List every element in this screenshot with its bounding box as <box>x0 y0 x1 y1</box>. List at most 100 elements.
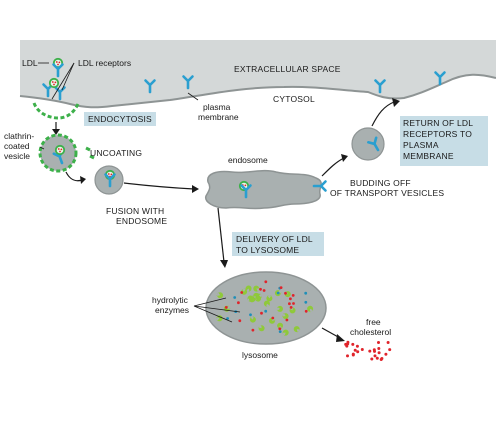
lysosome-particle <box>276 291 280 295</box>
plasma-membrane <box>20 40 496 108</box>
return-receptors-label: PLASMA <box>403 140 439 150</box>
hydrolytic-enzyme-icon <box>249 316 256 323</box>
cholesterol-dot <box>377 347 381 350</box>
cholesterol-dot <box>370 357 374 361</box>
lysosome-particle <box>285 318 289 322</box>
hydrolytic-enzyme-icon <box>289 306 296 314</box>
coat-fragment <box>85 146 91 152</box>
endocytosis-label: ENDOCYTOSIS <box>88 114 152 124</box>
lysosome-particle <box>262 289 266 292</box>
transport-vesicle <box>351 127 385 161</box>
clathrin-label: coated <box>4 141 30 151</box>
lysosome-contents <box>216 280 314 337</box>
lysosome-particle <box>271 316 275 320</box>
ldl-receptors-leader <box>51 62 75 100</box>
lysosome-particle <box>264 309 268 313</box>
cholesterol-dot <box>373 354 377 358</box>
lysosome-particle <box>292 302 295 305</box>
cholesterol-dot <box>377 341 380 344</box>
budding-label: BUDDING OFF <box>350 178 411 188</box>
lysosome-particle <box>291 294 295 297</box>
fusion-label: FUSION WITH <box>106 206 164 216</box>
lysosome-particle <box>240 291 244 294</box>
lysosome-particle <box>279 286 283 289</box>
membrane-edge <box>19 73 496 109</box>
ldl-receptors-label: LDL receptors <box>78 58 131 68</box>
hydrolytic-enzyme-icon <box>253 285 260 292</box>
cholesterol-dot <box>360 348 364 351</box>
lysosome-particle <box>289 297 292 301</box>
delivery-arrow <box>217 207 225 263</box>
ldl-label: LDL <box>22 58 38 68</box>
lysosome-label: lysosome <box>242 350 278 360</box>
hydrolytic-enzyme-icon <box>293 326 301 333</box>
hydrolytic-enzyme-icon <box>216 292 224 299</box>
lysosome-particle <box>278 330 282 333</box>
uncoating-label: UNCOATING <box>90 148 142 158</box>
arrowhead <box>341 154 348 162</box>
uncoating-arrow <box>65 171 83 182</box>
hydrolytic-enzyme-icon <box>263 300 270 308</box>
hydrolytic-label: enzymes <box>155 305 189 315</box>
cholesterol-dot <box>388 348 392 352</box>
cholesterol-dot <box>355 344 359 348</box>
lysosome-particle <box>304 309 308 313</box>
lysosome-particle <box>260 311 263 315</box>
cholesterol-dot <box>351 342 355 346</box>
lysosome-particle <box>278 327 282 331</box>
hydrolytic-label: hydrolytic <box>152 295 189 305</box>
hydrolytic-enzyme-icon <box>245 285 252 292</box>
hydrolytic-enzyme-icon <box>276 305 283 312</box>
clathrin-label: clathrin- <box>4 131 34 141</box>
plasma-membrane-label: membrane <box>198 112 239 122</box>
budding-arrow <box>321 157 345 177</box>
arrowhead <box>52 129 60 135</box>
cholesterol-dot <box>351 352 355 356</box>
hydrolytic-enzyme-icon <box>277 322 284 329</box>
budding-label: OF TRANSPORT VESICLES <box>330 188 444 198</box>
lysosome-particle <box>284 291 287 295</box>
lysosome-particle <box>304 300 308 304</box>
fusion-arrow <box>123 182 195 190</box>
hydrolytic-enzyme-icon <box>284 290 291 298</box>
hydrolytic-enzyme-icon <box>246 295 254 302</box>
free-cholesterol-dots <box>344 340 392 361</box>
arrowhead <box>80 176 86 184</box>
hydrolytic-enzyme-icon <box>282 312 289 320</box>
hydrolytic-enzyme-icon <box>216 315 223 322</box>
lysosome-particle <box>224 306 228 309</box>
ldl-particle-icon <box>48 77 60 89</box>
return-receptors-label: RETURN OF LDL <box>403 118 473 128</box>
cholesterol-dot <box>345 344 349 348</box>
cholesterol-dot <box>368 349 372 353</box>
free-cholesterol-label: free <box>366 317 381 327</box>
arrowhead <box>392 98 400 107</box>
lysosome-particle <box>237 301 240 305</box>
cholesterol-dot <box>379 358 383 361</box>
cholesterol-dot <box>375 356 379 360</box>
hydrolytic-enzyme-icon <box>307 305 314 313</box>
lysosome-particle <box>259 287 262 291</box>
coated-pit <box>32 102 80 120</box>
vesicle-leader <box>39 146 45 150</box>
return-receptors-box <box>400 116 488 166</box>
hydrolytic-enzyme-icon <box>258 324 265 332</box>
plasma-membrane-leader <box>187 92 199 101</box>
lysosome-particle <box>233 296 237 299</box>
endosome-label: endosome <box>228 155 268 165</box>
hydrolytic-enzyme-icon <box>254 295 262 302</box>
free-cholesterol-label: cholesterol <box>350 327 391 337</box>
lysosome-particle <box>251 328 255 332</box>
cholesterol-dot <box>353 348 357 352</box>
delivery-label: TO LYSOSOME <box>236 245 299 255</box>
clathrin-label: vesicle <box>4 151 30 161</box>
endosome <box>205 169 322 210</box>
cholesterol-dot <box>346 354 349 358</box>
lysosome-particle <box>289 306 293 309</box>
cytosol-label: CYTOSOL <box>273 94 315 104</box>
arrowhead <box>220 260 228 268</box>
return-arrow <box>371 101 395 127</box>
arrowhead <box>192 185 199 193</box>
hydrolytic-enzyme-icon <box>266 295 273 302</box>
fusion-label: ENDOSOME <box>116 216 167 226</box>
